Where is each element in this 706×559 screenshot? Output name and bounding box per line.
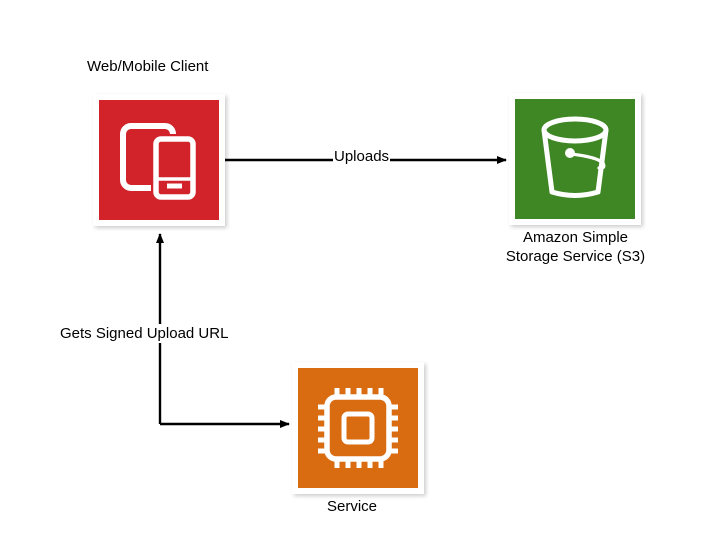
service-node-title: Service: [327, 498, 378, 515]
node-web-mobile-client[interactable]: [93, 94, 225, 226]
edge-label-uploads: Uploads: [333, 147, 391, 166]
s3-title-line-2: Storage Service (S3): [505, 248, 646, 265]
edge-label-signed-upload-url: Gets Signed Upload URL: [59, 324, 230, 343]
client-node-title: Web/Mobile Client: [87, 58, 209, 75]
node-amazon-s3[interactable]: [509, 93, 641, 225]
node-service[interactable]: [292, 362, 424, 494]
s3-title-line-1: Amazon Simple: [522, 229, 629, 246]
cpu-chip-icon: [318, 388, 398, 468]
web-mobile-client-icon: [120, 123, 198, 202]
s3-bucket-icon: [541, 116, 609, 198]
